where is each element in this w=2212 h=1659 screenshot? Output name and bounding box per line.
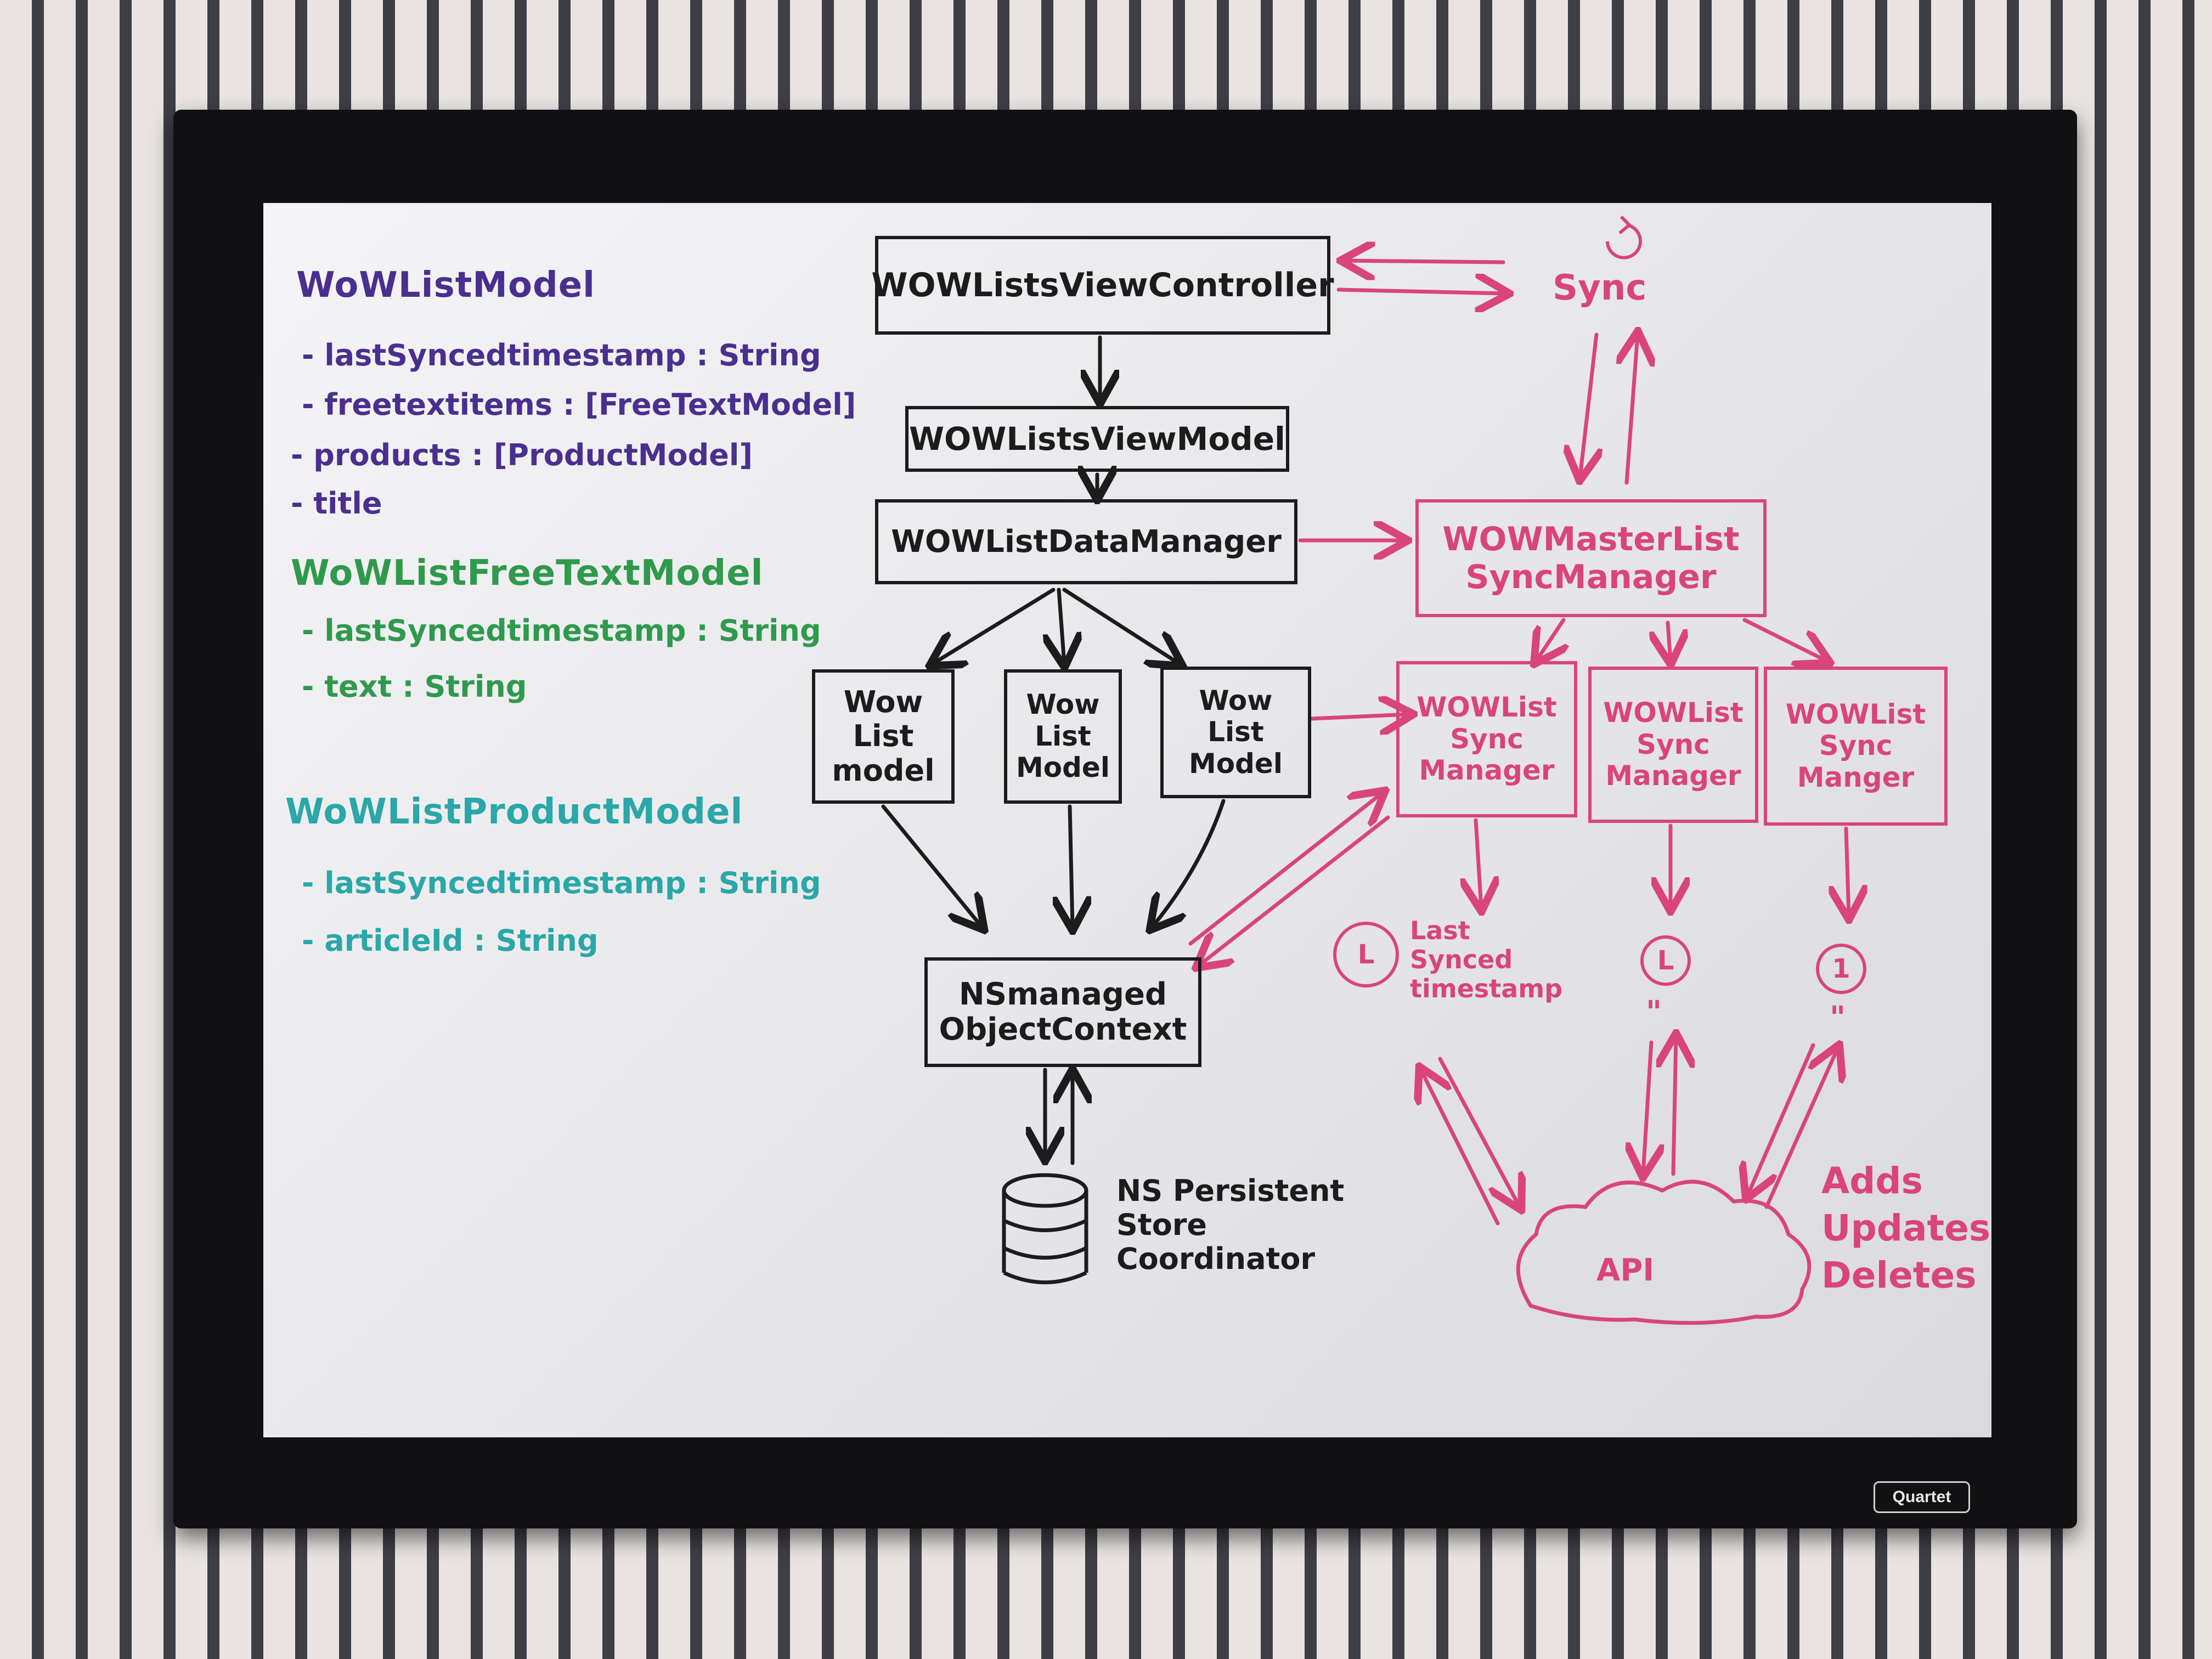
- timestamp-label: Last Synced timestamp: [1410, 916, 1563, 1003]
- timestamp-icon-2: L: [1640, 935, 1691, 986]
- list-sync-manager-box-1-label: WOWList Sync Manager: [1417, 691, 1557, 787]
- persistent-store-coordinator-label: NS Persistent Store Coordinator: [1116, 1173, 1345, 1277]
- managed-object-context-label: NSmanaged ObjectContext: [939, 976, 1187, 1047]
- arrow-api-to-timestamp-2: [1673, 1037, 1676, 1176]
- list-model-box-3: Wow List Model: [1160, 667, 1311, 798]
- product-model-prop-articleid: - articleId : String: [302, 923, 599, 958]
- product-model-prop-timestamp: - lastSyncedtimestamp : String: [302, 866, 821, 900]
- list-model-prop-products: - products : [ProductModel]: [291, 438, 753, 472]
- arrow-sync-to-vc: [1344, 261, 1505, 262]
- list-model-box-2-label: Wow List Model: [1016, 689, 1110, 784]
- arrow-sync-to-master: [1580, 332, 1596, 477]
- arrow-vc-to-sync: [1336, 290, 1506, 294]
- data-manager-label: WOWListDataManager: [891, 524, 1282, 560]
- arrow-dm-to-model-2: [1059, 588, 1064, 664]
- timestamp-icon-1-glyph: L: [1357, 939, 1375, 970]
- api-cloud-shape: [1516, 1180, 1812, 1325]
- list-model-prop-timestamp: - lastSyncedtimestamp : String: [302, 338, 821, 373]
- api-label: API: [1596, 1252, 1655, 1288]
- list-sync-manager-box-3: WOWList Sync Manger: [1764, 667, 1948, 826]
- arrow-timestamp-2-to-api: [1643, 1040, 1651, 1174]
- quartet-brand-badge: Quartet: [1874, 1481, 1970, 1513]
- arrow-model-1-to-context: [881, 804, 982, 927]
- list-sync-manager-box-2: WOWList Sync Manager: [1588, 667, 1758, 823]
- arrow-dm-to-model-1: [933, 588, 1056, 664]
- view-controller-box: WOWListsViewController: [871, 236, 1334, 335]
- list-sync-manager-box-1: WOWList Sync Manager: [1396, 661, 1577, 817]
- ditto-mark-1: ": [1646, 995, 1662, 1030]
- list-model-prop-title: - title: [291, 486, 382, 521]
- ditto-mark-2: ": [1830, 1000, 1846, 1036]
- arrow-dm-to-model-3: [1062, 588, 1180, 664]
- arrow-sync-to-context: [1199, 815, 1390, 966]
- arrow-master-to-sync-2: [1668, 620, 1671, 661]
- arrow-master-to-sync-1: [1536, 618, 1564, 661]
- list-model-box-1: Wow List model: [812, 669, 955, 804]
- list-sync-manager-box-2-label: WOWList Sync Manager: [1603, 697, 1743, 792]
- data-manager-box: WOWListDataManager: [875, 499, 1297, 584]
- managed-object-context-box: NSmanaged ObjectContext: [924, 957, 1201, 1067]
- arrow-api-to-timestamp-1: [1421, 1070, 1500, 1226]
- list-sync-manager-box-3-label: WOWList Sync Manger: [1785, 698, 1926, 793]
- free-text-model-prop-timestamp: - lastSyncedtimestamp : String: [302, 613, 821, 648]
- view-model-label: WOWListsViewModel: [909, 420, 1285, 458]
- arrow-master-to-sync-3: [1742, 618, 1827, 661]
- arrow-sync-3-to-timestamp: [1846, 826, 1849, 916]
- api-operations-label: Adds Updates Deletes: [1821, 1160, 1991, 1296]
- product-model-title: WoWListProductModel: [285, 792, 743, 832]
- timestamp-icon-3-glyph: 1: [1832, 953, 1850, 984]
- arrow-models-to-sync: [1309, 714, 1410, 719]
- list-model-box-3-label: Wow List Model: [1189, 684, 1283, 780]
- view-model-box: WOWListsViewModel: [905, 406, 1289, 472]
- sync-icon: [1606, 215, 1642, 259]
- free-text-model-prop-text: - text : String: [302, 669, 527, 704]
- free-text-model-title: WoWListFreeTextModel: [291, 553, 764, 594]
- database-icon: [1002, 1173, 1088, 1284]
- arrow-sync-1-to-timestamp: [1476, 818, 1481, 908]
- master-sync-manager-box: WOWMasterList SyncManager: [1415, 499, 1767, 617]
- timestamp-icon-2-glyph: L: [1657, 945, 1674, 976]
- view-controller-label: WOWListsViewController: [871, 266, 1334, 304]
- timestamp-icon-1: L: [1333, 922, 1399, 988]
- arrow-timestamp-1-to-api: [1438, 1057, 1520, 1207]
- arrow-model-3-to-context: [1152, 799, 1226, 927]
- list-model-box-2: Wow List Model: [1004, 669, 1122, 804]
- list-model-box-1-label: Wow List model: [832, 685, 935, 788]
- list-model-prop-freetext: - freetextitems : [FreeTextModel]: [302, 387, 856, 422]
- sync-label: Sync: [1553, 268, 1647, 308]
- timestamp-icon-3: 1: [1816, 944, 1866, 994]
- arrow-model-2-to-context: [1070, 804, 1073, 927]
- arrow-context-to-sync: [1188, 793, 1383, 946]
- arrow-api-to-timestamp-3: [1764, 1048, 1838, 1209]
- master-sync-manager-label: WOWMasterList SyncManager: [1442, 520, 1740, 596]
- arrow-master-to-sync: [1627, 335, 1638, 485]
- list-model-title: WoWListModel: [296, 265, 596, 306]
- arrow-timestamp-3-to-api: [1747, 1043, 1815, 1196]
